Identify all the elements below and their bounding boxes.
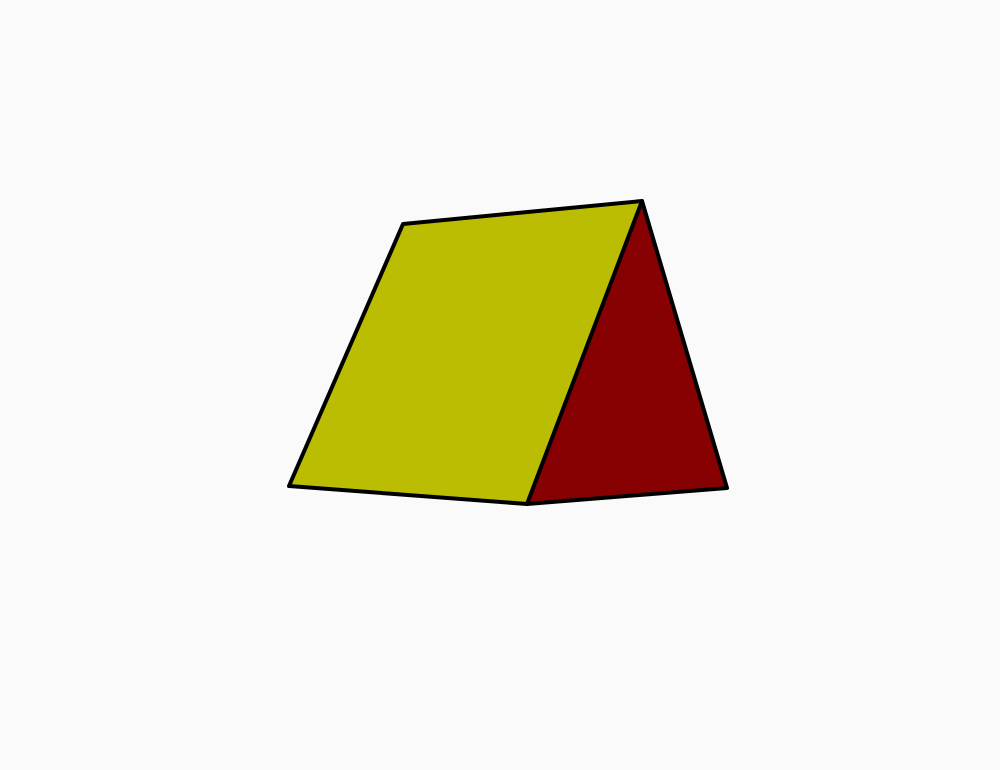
front-side-edge	[525, 199, 644, 506]
side-triangular-face	[527, 201, 727, 504]
prism-outline	[287, 199, 729, 506]
